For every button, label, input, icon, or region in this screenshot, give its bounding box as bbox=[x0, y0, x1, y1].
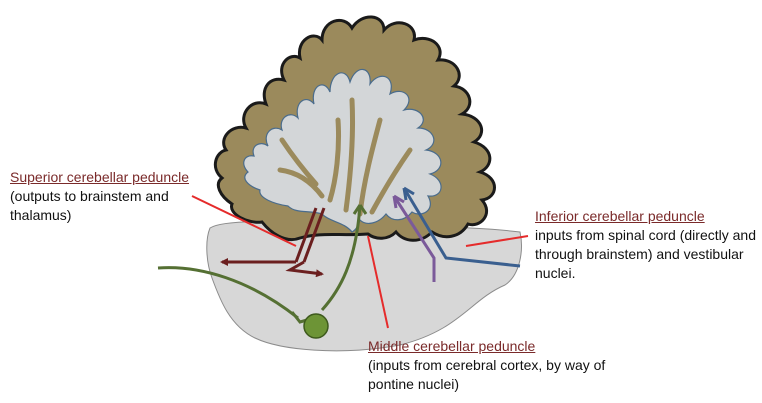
superior-peduncle-title: Superior cerebellar peduncle bbox=[10, 169, 189, 185]
middle-pathway bbox=[157, 204, 368, 324]
pontine-nucleus bbox=[303, 313, 329, 339]
leader-line-middle bbox=[367, 235, 389, 329]
middle-peduncle-label: Middle cerebellar peduncle (inputs from … bbox=[368, 337, 608, 394]
leader-line-superior bbox=[191, 195, 297, 247]
brainstem-region bbox=[206, 221, 522, 352]
middle-peduncle-title: Middle cerebellar peduncle bbox=[368, 338, 536, 354]
superior-pathway bbox=[220, 207, 326, 278]
inferior-pathway-vestibular bbox=[402, 186, 521, 268]
inferior-peduncle-title: Inferior cerebellar peduncle bbox=[535, 208, 705, 224]
superior-peduncle-description: (outputs to brainstem and thalamus) bbox=[10, 188, 169, 223]
middle-peduncle-description: (inputs from cerebral cortex, by way of … bbox=[368, 357, 606, 392]
inferior-peduncle-description: inputs from spinal cord (directly and th… bbox=[535, 227, 756, 281]
cerebellum-cortex bbox=[213, 15, 496, 242]
leader-line-inferior bbox=[465, 235, 529, 247]
leader-lines bbox=[191, 195, 529, 329]
inferior-peduncle-label: Inferior cerebellar peduncle inputs from… bbox=[535, 207, 760, 283]
inferior-pathway-spinal bbox=[392, 194, 436, 282]
superior-peduncle-label: Superior cerebellar peduncle (outputs to… bbox=[10, 168, 210, 225]
